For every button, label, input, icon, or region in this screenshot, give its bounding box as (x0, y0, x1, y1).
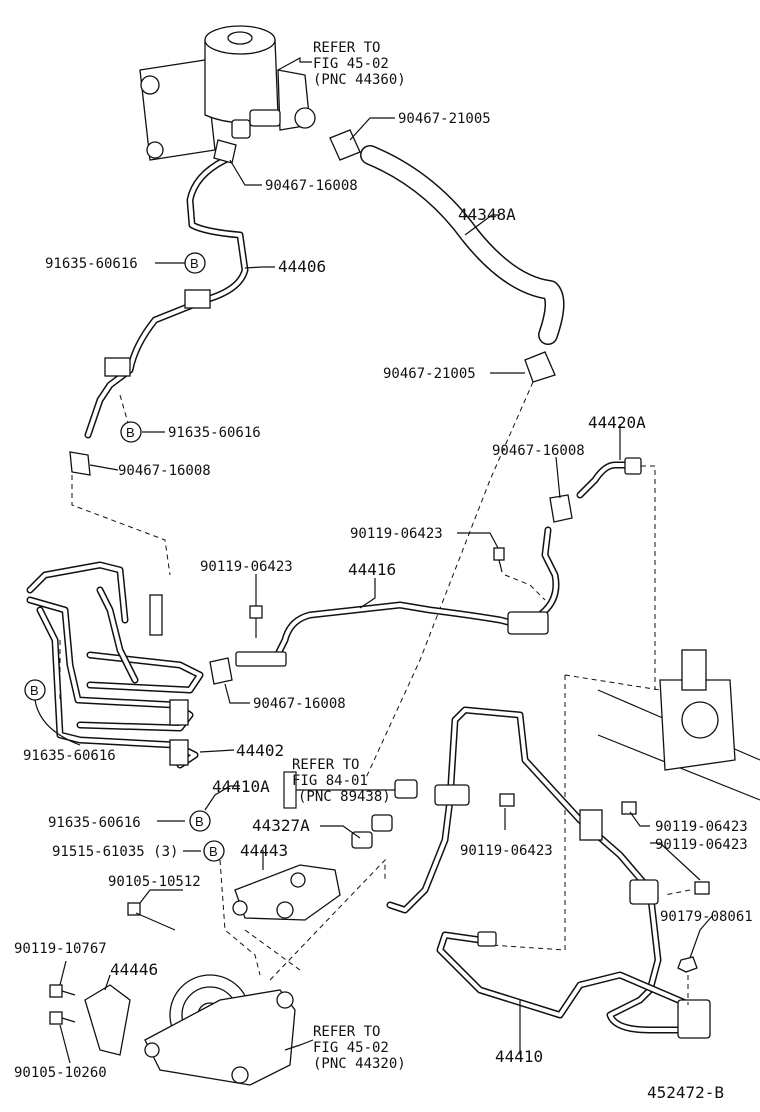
label-90467-16008-left: 90467-16008 (118, 463, 211, 479)
bolt-90119-06423-d (621, 801, 637, 815)
b-marker-c: B (24, 679, 46, 701)
svg-text:B: B (195, 814, 204, 829)
svg-text:REFER TO: REFER TO (313, 1024, 380, 1040)
b-marker-e: B (203, 840, 225, 862)
b-marker-a: B (184, 252, 206, 274)
svg-text:B: B (190, 256, 199, 271)
b-marker-b: B (120, 421, 142, 443)
hose-44410 (386, 706, 711, 1039)
label-44443: 44443 (240, 841, 288, 860)
svg-text:B: B (30, 683, 39, 698)
clamp-90467-16008-top (213, 139, 237, 164)
label-90105-10512: 90105-10512 (108, 874, 201, 890)
label-44348A: 44348A (458, 205, 516, 224)
bracket-44406 (184, 289, 211, 309)
pump-assembly (144, 974, 296, 1086)
label-90467-16008-right: 90467-16008 (492, 443, 585, 459)
label-91635-60616-b: 91635-60616 (168, 425, 261, 441)
cooler-44402 (26, 561, 204, 769)
label-44406: 44406 (278, 257, 326, 276)
hose-44406 (84, 156, 249, 439)
switch-44410A (394, 779, 418, 799)
clamp-90467-16008-right (549, 494, 573, 523)
hose-44348A (360, 145, 565, 345)
bracket-44446 (84, 984, 131, 1056)
label-refer-bottom: REFER TO FIG 45-02 (PNC 44320) (313, 1024, 406, 1072)
bracket-44443 (232, 864, 341, 921)
label-90119-06423-a: 90119-06423 (350, 526, 443, 542)
part-44327A (351, 814, 393, 849)
label-90119-06423-e: 90119-06423 (655, 837, 748, 853)
fitting-44416 (235, 651, 287, 667)
label-44327A: 44327A (252, 816, 310, 835)
b-marker-d: B (189, 810, 211, 832)
line-44416 (271, 526, 560, 664)
svg-text:REFER TO: REFER TO (313, 40, 380, 56)
svg-text:FIG 84-01: FIG 84-01 (292, 773, 368, 789)
svg-text:(PNC 89438): (PNC 89438) (298, 789, 391, 805)
clamp-90467-16008-mid (209, 657, 233, 685)
label-90119-06423-b: 90119-06423 (200, 559, 293, 575)
label-44416: 44416 (348, 560, 396, 579)
line-44420A (576, 457, 642, 499)
bracket-44406-b (104, 357, 131, 377)
clamp-90467-16008-left (69, 451, 91, 476)
diagram-id: 452472-B (647, 1083, 724, 1102)
svg-text:(PNC 44360): (PNC 44360) (313, 72, 406, 88)
svg-text:(PNC 44320): (PNC 44320) (313, 1056, 406, 1072)
label-44446: 44446 (110, 960, 158, 979)
label-90467-16008-mid: 90467-16008 (253, 696, 346, 712)
bolt-90119-06423-b (493, 547, 505, 573)
label-44410A: 44410A (212, 777, 270, 796)
label-90467-16008-top: 90467-16008 (265, 178, 358, 194)
bolt-90119-06423-c (499, 793, 515, 807)
label-90119-06423-d: 90119-06423 (655, 819, 748, 835)
label-44410: 44410 (495, 1047, 543, 1066)
bolt-90119-06423-a (249, 605, 263, 638)
leader-lines (34, 56, 714, 1064)
nut-90179-08061 (677, 956, 698, 973)
label-refer-top: REFER TO FIG 45-02 (PNC 44360) (313, 40, 406, 88)
svg-text:FIG 45-02: FIG 45-02 (313, 1040, 389, 1056)
label-91635-60616-c: 91635-60616 (23, 748, 116, 764)
bolt-90105-10512 (127, 902, 176, 931)
fitting-44416-end (507, 611, 549, 635)
label-90467-21005-top: 90467-21005 (398, 111, 491, 127)
label-91635-60616-a: 91635-60616 (45, 256, 138, 272)
bolt-90105-10260 (49, 1011, 76, 1025)
label-91635-60616-d: 91635-60616 (48, 815, 141, 831)
svg-text:REFER TO: REFER TO (292, 757, 359, 773)
svg-text:B: B (209, 844, 218, 859)
label-90105-10260: 90105-10260 (14, 1065, 107, 1081)
label-90467-21005-mid: 90467-21005 (383, 366, 476, 382)
label-44420A: 44420A (588, 413, 646, 432)
bolt-90119-06423-e (694, 881, 710, 895)
label-90119-10767: 90119-10767 (14, 941, 107, 957)
label-91515-61035: 91515-61035 (3) (52, 844, 178, 860)
label-90119-06423-c: 90119-06423 (460, 843, 553, 859)
label-90179-08061: 90179-08061 (660, 909, 753, 925)
steering-gear (597, 649, 760, 801)
clamp-90467-21005-mid (524, 351, 556, 383)
label-refer-mid: REFER TO FIG 84-01 (PNC 89438) (292, 757, 391, 805)
svg-text:B: B (126, 425, 135, 440)
bolt-90119-10767 (49, 984, 76, 998)
svg-text:FIG 45-02: FIG 45-02 (313, 56, 389, 72)
label-44402: 44402 (236, 741, 284, 760)
reservoir-assembly (139, 25, 316, 161)
